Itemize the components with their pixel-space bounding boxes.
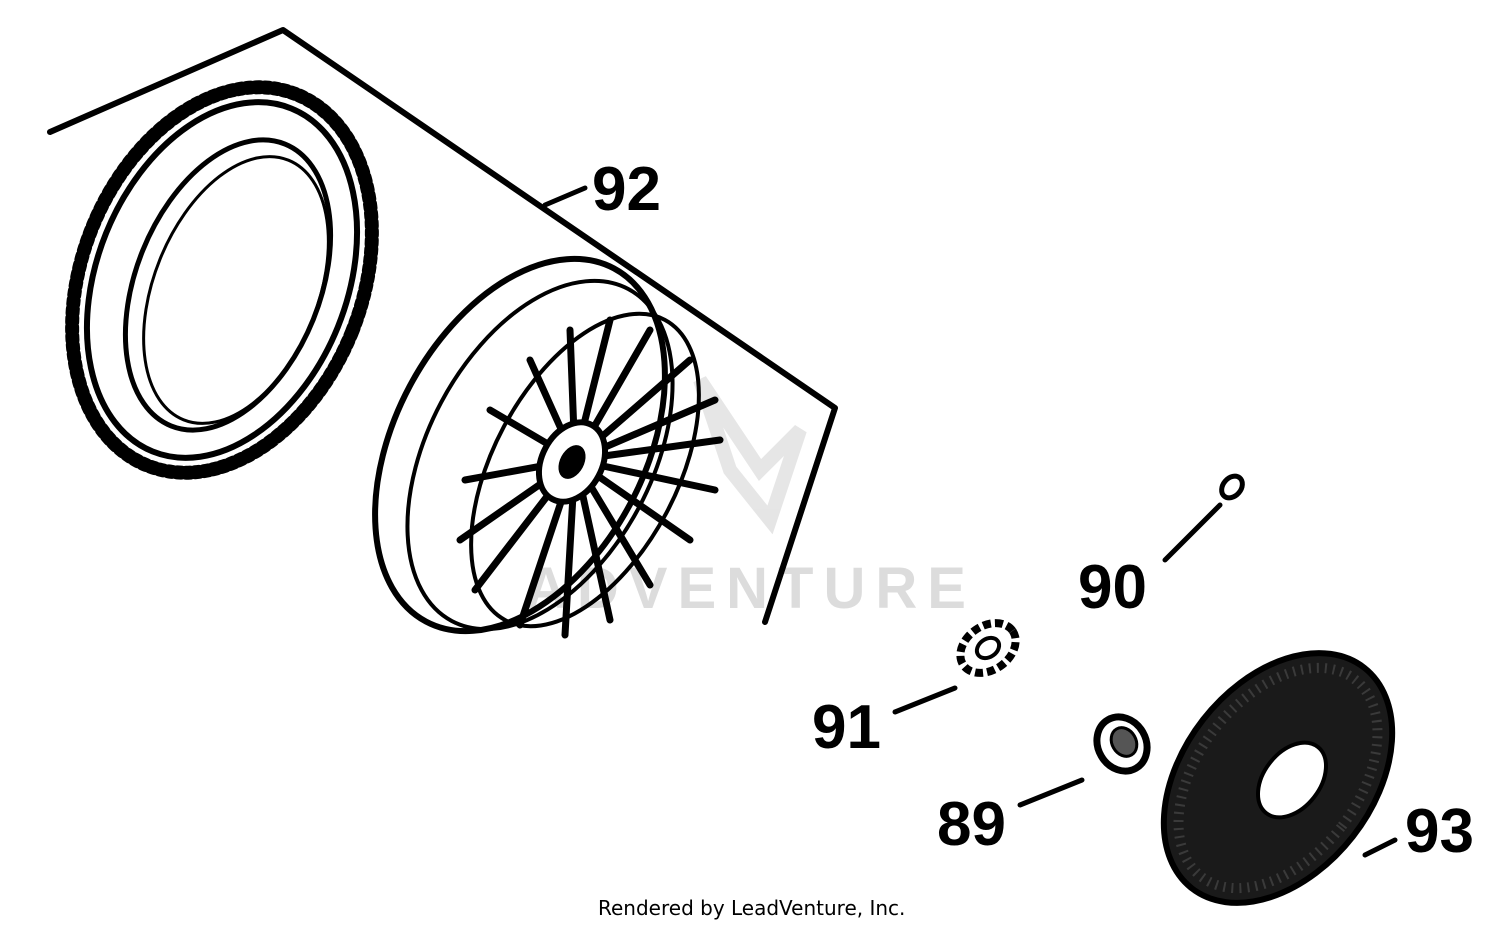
bracket-line <box>47 27 838 625</box>
leader-92 <box>542 185 588 208</box>
leader-89 <box>1017 777 1085 808</box>
screen[interactable] <box>1117 609 1439 940</box>
watermark: ADVENTURE <box>525 376 976 621</box>
watermark-text: ADVENTURE <box>525 556 976 621</box>
leader-93 <box>1362 837 1398 858</box>
callout-89[interactable]: 89 <box>937 790 1006 859</box>
ring-gear[interactable] <box>17 42 426 518</box>
leader-90 <box>1162 502 1223 563</box>
callout-92[interactable]: 92 <box>592 155 661 224</box>
nut[interactable] <box>1087 708 1157 780</box>
callout-90[interactable]: 90 <box>1078 553 1147 622</box>
key[interactable] <box>1217 472 1246 502</box>
credit-text: Rendered by LeadVenture, Inc. <box>598 896 905 920</box>
callout-91[interactable]: 91 <box>812 693 881 762</box>
callout-93[interactable]: 93 <box>1405 797 1474 866</box>
watermark-logo <box>693 376 807 535</box>
flywheel[interactable] <box>316 210 746 681</box>
washer[interactable] <box>951 613 1025 683</box>
leader-91 <box>892 685 958 715</box>
